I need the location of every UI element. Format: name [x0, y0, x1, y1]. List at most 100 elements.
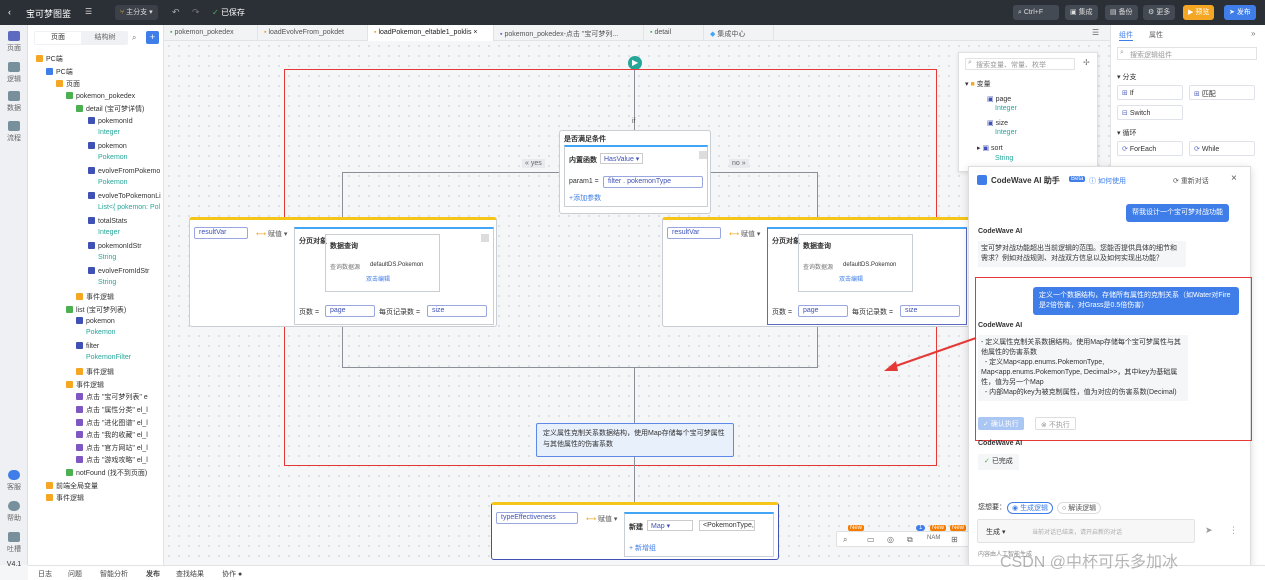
- variable-group[interactable]: ▾ ■ 变量: [965, 81, 991, 88]
- pin-icon[interactable]: ✢: [1083, 58, 1090, 67]
- logic-canvas[interactable]: ▶ if 是否满足条件 内置函数 HasValue ▾ param1 = fil…: [164, 41, 1110, 566]
- tree-item[interactable]: evolveFromPokemo: [88, 167, 160, 175]
- start-node[interactable]: ▶: [628, 56, 642, 70]
- comment-icon[interactable]: ▭: [867, 535, 875, 544]
- rail-help[interactable]: 帮助: [0, 501, 28, 523]
- assign-node-no[interactable]: resultVar ⟷ 赋值 ▾ 分页对象 数据查询 查询数据源 default…: [662, 217, 972, 327]
- tree-item[interactable]: pokemon: [76, 317, 115, 325]
- tree-item[interactable]: PC端: [46, 67, 73, 77]
- if-condition-node[interactable]: 是否满足条件 内置函数 HasValue ▾ param1 = filter .…: [559, 130, 711, 214]
- ai-input-box[interactable]: 生成 ▾ 当前对话已结束，请开启新的对话: [977, 519, 1195, 543]
- rail-feedback[interactable]: 吐槽: [0, 532, 28, 554]
- tree-item[interactable]: 点击 "游戏攻略" el_l: [76, 455, 148, 465]
- naming-icon[interactable]: NAM: [927, 535, 941, 541]
- tab-page[interactable]: 页面: [35, 32, 81, 44]
- mode-generate[interactable]: ◉ 生成逻辑: [1007, 502, 1054, 514]
- page-pill[interactable]: page: [798, 305, 848, 317]
- tree-item[interactable]: 点击 "官方网站" el_l: [76, 443, 148, 453]
- tree-item[interactable]: 点击 "进化图谱" el_l: [76, 418, 148, 428]
- new-map-block[interactable]: 新建 Map ▾ <PokemonType, + 新增组: [624, 512, 774, 557]
- size-pill[interactable]: size: [900, 305, 960, 317]
- mode-explain[interactable]: ○ 解读逻辑: [1057, 502, 1102, 514]
- while-component[interactable]: ⟳ While: [1189, 141, 1255, 156]
- section-branch[interactable]: ▾ 分支: [1117, 74, 1137, 81]
- undo-icon[interactable]: ↶: [172, 7, 180, 17]
- builtin-fn-block[interactable]: 内置函数 HasValue ▾ param1 = filter . pokemo…: [564, 145, 708, 207]
- tree-item[interactable]: filter: [76, 342, 99, 350]
- variable-size[interactable]: ▣ size: [987, 120, 1009, 127]
- page-object-block[interactable]: 分页对象 数据查询 查询数据源 defaultDS.Pokemon 双击编辑 页…: [294, 227, 494, 325]
- data-query-block[interactable]: 数据查询 查询数据源 defaultDS.Pokemon 双击编辑: [325, 234, 440, 292]
- publish-button[interactable]: ➤ 发布: [1224, 5, 1256, 20]
- tree-item[interactable]: pokemon: [88, 142, 127, 150]
- send-icon[interactable]: ➤: [1205, 525, 1213, 535]
- bottom-publish[interactable]: 发布: [146, 571, 160, 578]
- result-var-pill[interactable]: resultVar: [194, 227, 248, 239]
- tab-attributes[interactable]: 属性: [1149, 32, 1163, 39]
- search-icon[interactable]: ⌕: [843, 535, 848, 544]
- tabs-menu-icon[interactable]: ☰: [1092, 28, 1100, 37]
- tab-item-active[interactable]: ▪ loadPokemon_eltable1_poklis ×: [368, 25, 494, 41]
- tab-item[interactable]: ▪ loadEvolveFrom_pokdet: [258, 25, 368, 41]
- collapse-icon[interactable]: [699, 151, 707, 159]
- tab-item[interactable]: ▪ pokemon_pokedex-点击 "宝可梦列...: [494, 25, 644, 41]
- collapse-icon[interactable]: [481, 234, 489, 242]
- chat-icon[interactable]: ◎: [887, 535, 894, 544]
- if-component[interactable]: ⊞ If: [1117, 85, 1183, 100]
- rail-service[interactable]: 客服: [0, 470, 28, 492]
- tab-item[interactable]: ◆ 集成中心: [704, 25, 774, 41]
- type-effectiveness-node[interactable]: typeEffectiveness ⟷ 赋值 ▾ 新建 Map ▾ <Pokem…: [491, 502, 779, 560]
- tree-item[interactable]: evolveToPokemonLi: [88, 192, 161, 200]
- search-button[interactable]: ⌕ Ctrl+F: [1013, 5, 1059, 20]
- skip-button[interactable]: ⊗ 不执行: [1035, 417, 1076, 430]
- bottom-collab[interactable]: 协作 ●: [222, 571, 243, 578]
- tree-item[interactable]: 事件逻辑: [46, 493, 84, 503]
- rail-data[interactable]: 数据: [0, 91, 28, 113]
- expand-icon[interactable]: »: [1251, 29, 1256, 38]
- page-pill[interactable]: page: [325, 305, 375, 317]
- tree-item[interactable]: 事件逻辑: [76, 292, 114, 302]
- tree-item[interactable]: pokemonId: [88, 117, 133, 125]
- bottom-analysis[interactable]: 智能分析: [100, 571, 128, 578]
- tab-item[interactable]: ▪ detail: [644, 25, 704, 41]
- variable-search-input[interactable]: 搜索变量、常量、枚举: [965, 58, 1075, 70]
- bottom-issue[interactable]: 问题: [68, 571, 82, 578]
- add-row-link[interactable]: + 新增组: [629, 545, 657, 552]
- integrate-button[interactable]: ▣ 集成: [1065, 5, 1098, 20]
- variable-page[interactable]: ▣ page: [987, 96, 1012, 103]
- layout-icon[interactable]: ⊞: [951, 535, 958, 544]
- tree-item[interactable]: PC端: [36, 54, 63, 64]
- tree-item[interactable]: 点击 "我的收藏" el_l: [76, 430, 148, 440]
- tree-item[interactable]: list (宝可梦列表): [66, 305, 126, 315]
- tree-item[interactable]: notFound (找不到页面): [66, 468, 147, 478]
- size-pill[interactable]: size: [427, 305, 487, 317]
- assign-node-yes[interactable]: resultVar ⟷ 赋值 ▾ 分页对象 数据查询 查询数据源 default…: [189, 217, 497, 327]
- tree-item[interactable]: detail (宝可梦详情): [76, 104, 144, 114]
- close-icon[interactable]: ×: [473, 29, 478, 36]
- generic-type-input[interactable]: <PokemonType,: [699, 520, 755, 531]
- map-type-select[interactable]: Map ▾: [647, 520, 693, 531]
- logic-search-input[interactable]: 搜索逻辑组件: [1117, 47, 1257, 60]
- tree-item[interactable]: pokemonIdStr: [88, 242, 142, 250]
- tree-item[interactable]: evolveFromIdStr: [88, 267, 149, 275]
- bottom-log[interactable]: 日志: [38, 571, 52, 578]
- search-icon[interactable]: ⌕: [132, 33, 137, 42]
- tree-item[interactable]: 点击 "属性分类" el_l: [76, 405, 148, 415]
- howto-link[interactable]: ⓘ 如何使用: [1089, 178, 1126, 185]
- add-param-link[interactable]: +添加参数: [569, 195, 602, 202]
- tab-components[interactable]: 组件: [1119, 32, 1133, 41]
- rail-page[interactable]: 页面: [0, 31, 28, 53]
- close-icon[interactable]: ×: [1231, 173, 1237, 184]
- redo-icon[interactable]: ↷: [192, 7, 200, 17]
- type-effectiveness-pill[interactable]: typeEffectiveness: [496, 512, 578, 524]
- double-click-edit[interactable]: 双击编辑: [366, 277, 391, 283]
- data-query-block[interactable]: 数据查询 查询数据源 defaultDS.Pokemon 双击编辑: [798, 234, 913, 292]
- branch-select[interactable]: ⑂ 主分支 ▾: [115, 5, 158, 20]
- menu-icon[interactable]: ☰: [85, 7, 93, 16]
- match-component[interactable]: ⊞ 匹配: [1189, 85, 1255, 100]
- tab-structure[interactable]: 结构树: [94, 34, 116, 41]
- bottom-find[interactable]: 查找结果: [176, 571, 204, 578]
- tree-item[interactable]: pokemon_pokedex: [66, 91, 135, 100]
- preview-button[interactable]: ▶ 预览: [1183, 5, 1215, 20]
- back-icon[interactable]: ‹: [8, 7, 11, 17]
